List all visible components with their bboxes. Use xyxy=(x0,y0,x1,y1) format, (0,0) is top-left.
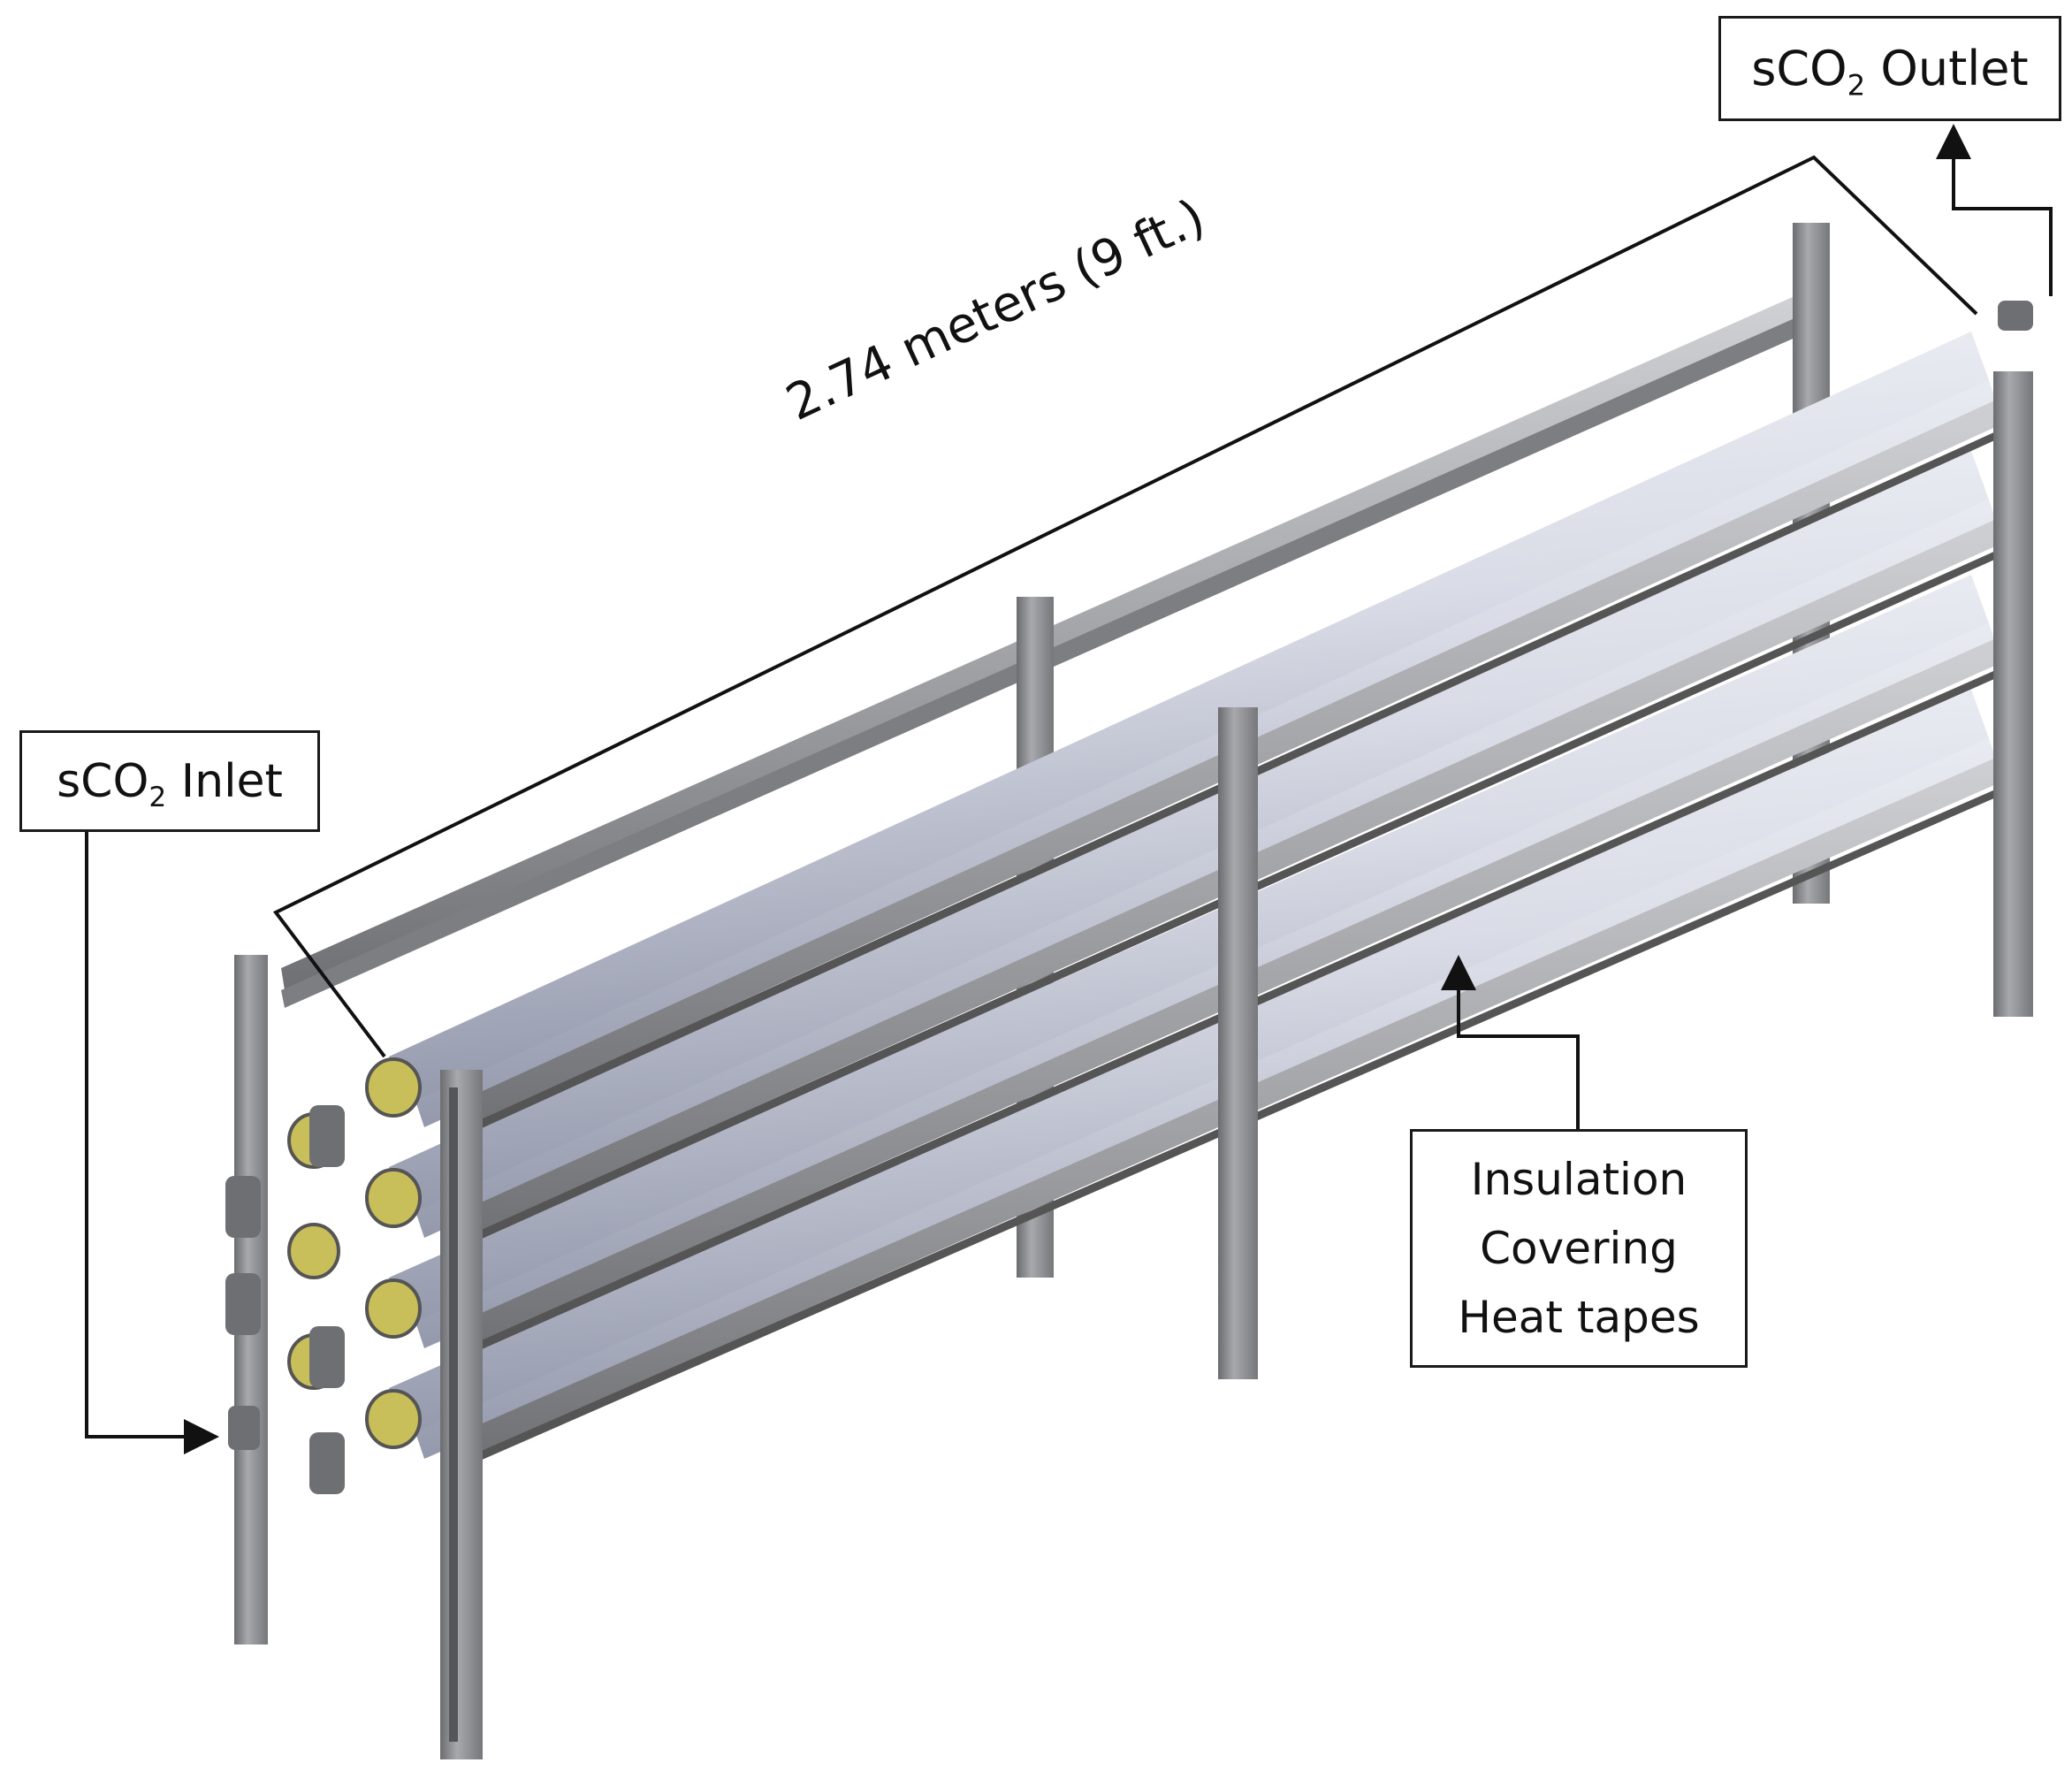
outlet-label-box: sCO2 Outlet xyxy=(1718,16,2061,121)
inlet-arrow xyxy=(85,832,219,1454)
tube xyxy=(389,451,1989,1220)
tube xyxy=(389,575,1989,1331)
end-fittings xyxy=(225,301,2033,1494)
insulation-arrow xyxy=(1441,955,1580,1129)
tube xyxy=(415,738,1998,1459)
insulation-line-2: Covering xyxy=(1480,1223,1678,1274)
inlet-label: sCO2 Inlet xyxy=(57,754,283,813)
insulation-line-3: Heat tapes xyxy=(1458,1292,1700,1343)
insulation-label-box: Insulation Covering Heat tapes xyxy=(1410,1129,1748,1368)
tube xyxy=(415,380,1998,1127)
outlet-label: sCO2 Outlet xyxy=(1751,41,2029,103)
tube-bundle xyxy=(389,332,1998,1459)
length-dimension-line xyxy=(272,155,1978,1058)
front-posts xyxy=(440,371,2033,1759)
tube xyxy=(389,690,1989,1441)
insulation-line-1: Insulation xyxy=(1470,1154,1687,1205)
tube xyxy=(415,500,1998,1238)
inlet-label-box: sCO2 Inlet xyxy=(19,730,320,832)
outlet-arrow xyxy=(1936,124,2053,296)
tube xyxy=(389,332,1989,1110)
